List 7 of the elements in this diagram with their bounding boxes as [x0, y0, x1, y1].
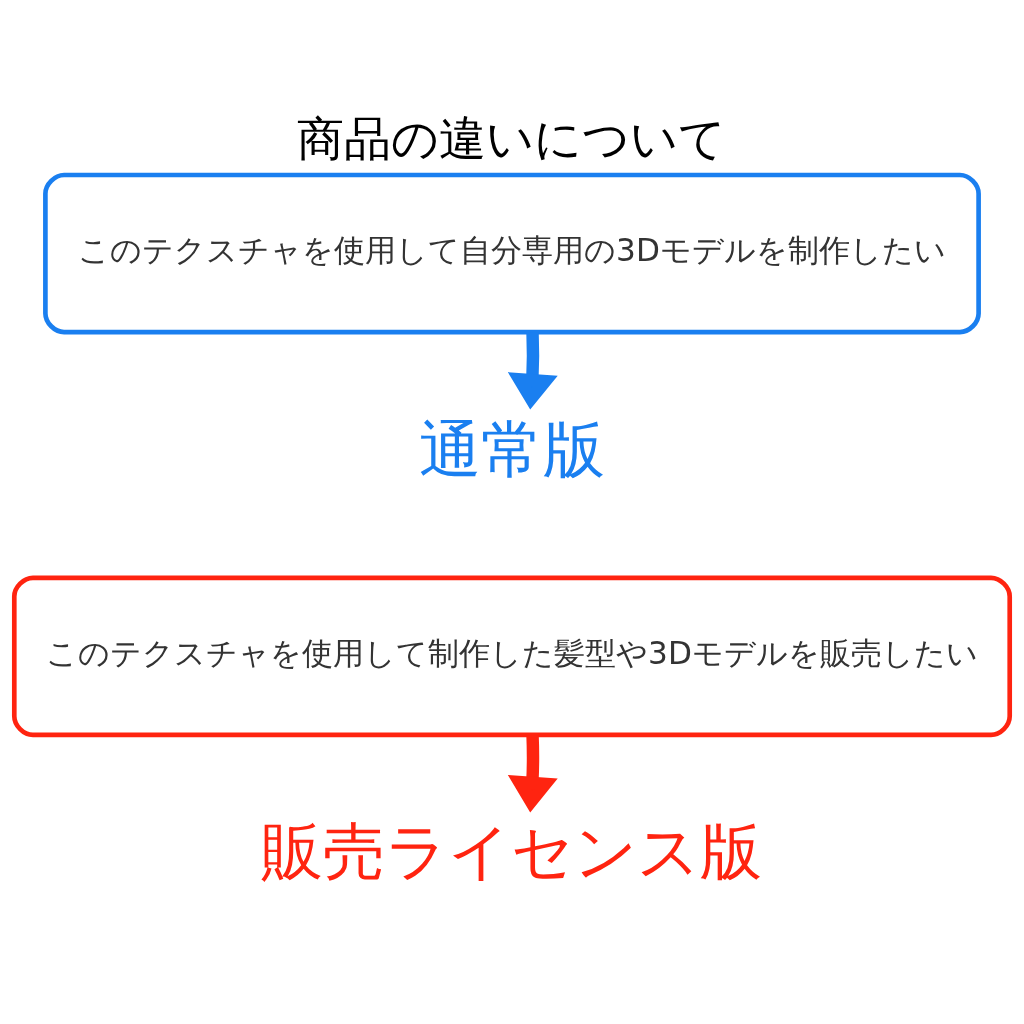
- diagram-title: 商品の違いについて: [297, 111, 727, 166]
- node-box: このテクスチャを使用して制作した髪型や3Dモデルを販売したい: [11, 575, 1013, 737]
- node-box: このテクスチャを使用して自分専用の3Dモデルを制作したい: [43, 172, 981, 334]
- arrow: [507, 331, 558, 410]
- arrow: [507, 734, 558, 812]
- node-text: 販売ライセンス版: [261, 814, 763, 888]
- node-text: 通常版: [419, 412, 605, 486]
